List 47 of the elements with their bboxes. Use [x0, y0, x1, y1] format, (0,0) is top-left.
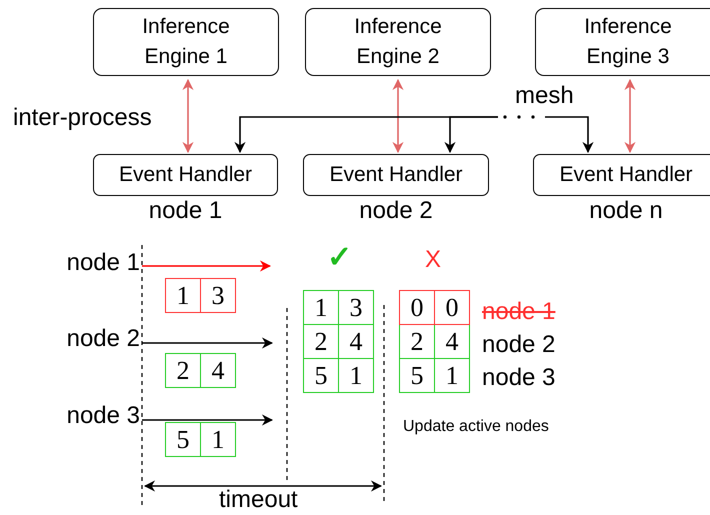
table-cell: 0 [400, 290, 434, 324]
table-cell: 5 [166, 422, 200, 456]
table-cell: 1 [304, 290, 338, 324]
table-cell: 2 [166, 354, 200, 388]
arrow [545, 116, 594, 154]
arrow [392, 78, 404, 154]
handler-box: Event Handler [303, 154, 489, 196]
table-cell: 2 [304, 324, 338, 358]
handler-box: Event Handler [93, 154, 278, 196]
axis-label: timeout [219, 486, 298, 514]
mesh: mesh [515, 82, 574, 110]
engine-box: Inference Engine 3 [535, 8, 710, 76]
table-cell: 5 [304, 358, 338, 392]
row-label: node 2 [482, 331, 556, 358]
table-cell: 4 [434, 324, 470, 358]
arrow [142, 337, 274, 349]
engine-box: Inference Engine 2 [305, 8, 491, 76]
table-cell: 5 [400, 358, 434, 392]
check-mark: ✓ [327, 244, 352, 272]
arrow [624, 78, 636, 154]
table-cell: 1 [200, 422, 236, 456]
lane-label: node 3 [44, 402, 140, 430]
table-cell: 3 [338, 290, 374, 324]
table-cell: 0 [434, 290, 470, 324]
table-cell: 4 [200, 354, 236, 388]
arrow [142, 260, 272, 272]
table-cell: 4 [338, 324, 374, 358]
inter-process: inter-process [13, 104, 152, 132]
table-cell: 2 [400, 324, 434, 358]
engine-box: Inference Engine 1 [93, 8, 279, 76]
row-label: node 1 [482, 298, 556, 325]
table-cell: 1 [434, 358, 470, 392]
table-cell: 1 [338, 358, 374, 392]
note-text: Update active nodes [403, 417, 549, 437]
node-caption: node 2 [359, 197, 433, 224]
lane-label: node 1 [44, 249, 140, 277]
table-cell: 3 [200, 278, 236, 312]
cross-mark: X [425, 246, 442, 274]
node-caption: node 1 [148, 197, 222, 224]
table-cell: 1 [166, 278, 200, 312]
arrow [142, 414, 274, 426]
row-label: node 3 [482, 364, 556, 391]
handler-box: Event Handler [533, 154, 710, 196]
lane-label: node 2 [44, 325, 140, 353]
arrow [182, 78, 194, 154]
arrow [444, 116, 498, 154]
node-caption: node n [589, 197, 663, 224]
